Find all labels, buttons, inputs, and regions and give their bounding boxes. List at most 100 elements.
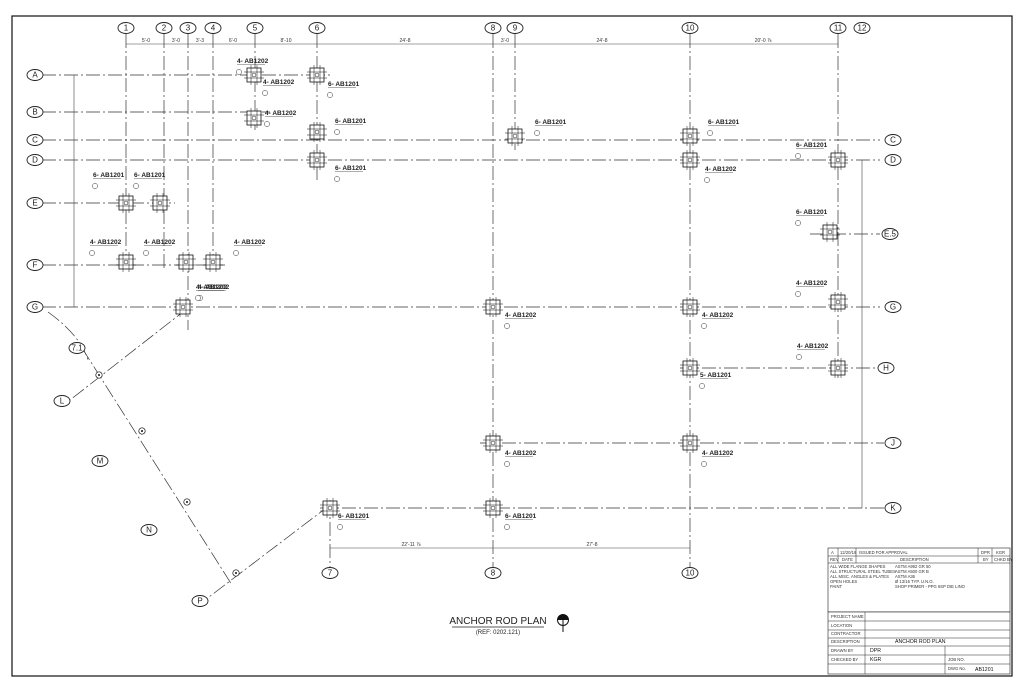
grid-bubble-col-10-label: 10 (686, 24, 695, 33)
anchor-plate-detail (307, 150, 327, 170)
top-dimension-6: 3'-0 (501, 38, 509, 44)
top-dimension-4: 8'-10 (281, 38, 292, 44)
anchor-rod-callout: 4- AB1202 (233, 239, 266, 256)
checked-by-label: CHECKED BY (831, 657, 858, 662)
anchor-rod-callout: 4- AB1202 (143, 239, 176, 256)
anchor-plate-detail (176, 252, 196, 272)
gridline-angled-3 (204, 504, 331, 601)
revision-block: A 12/20/16 ISSUED FOR APPROVAL DPR KGR R… (827, 547, 1013, 613)
anchor-plate-detail (116, 193, 136, 213)
anchor-plate-detail (680, 358, 700, 378)
grid-bubble-row-G: G (26, 301, 44, 313)
top-dimension-7: 24'-8 (597, 38, 608, 44)
project-name-label: PROJECT NAME (831, 614, 864, 619)
anchor-plate-detail (820, 222, 840, 242)
contractor-label: CONTRACTOR (831, 631, 860, 636)
grid-bubble-col-2-label: 2 (162, 24, 167, 33)
anchor-plate-detail (680, 126, 700, 146)
anchor-plate-detail (505, 126, 525, 146)
grid-bubble-col-1: 1 (117, 22, 135, 34)
grid-bubble-col-5: 5 (246, 22, 264, 34)
grid-bubble-radial-N: N (140, 524, 158, 536)
anchor-rod-callout: 4- AB1202 (704, 166, 737, 183)
north-arrow-icon (557, 614, 569, 632)
callout-label: 4- AB1202 (797, 343, 829, 350)
anchor-plate-detail (680, 433, 700, 453)
anchor-plate-detail (244, 65, 264, 85)
anchor-rod-callout: 4- AB1202 (89, 239, 122, 256)
note-label: PAINT (830, 584, 842, 589)
anchor-rod-callout: 4- AB1202 (795, 280, 828, 297)
anchor-rod-callout: 4- AB1202 (796, 343, 829, 360)
callout-label: 6- AB1201 (338, 513, 370, 520)
anchor-rod-callout: 6- AB1201 (327, 81, 360, 98)
callout-label: 6- AB1201 (93, 172, 125, 179)
top-dimension-5: 24'-8 (400, 38, 411, 44)
grid-bubble-col-6-label: 6 (315, 24, 320, 33)
grid-bubble-col-8-label: 8 (491, 24, 496, 33)
anchor-plate-detail (828, 150, 848, 170)
anchor-rod-callout: 5- AB1201 (699, 372, 732, 389)
callout-label: 4- AB1202 (144, 239, 176, 246)
anchor-rod-callout: 4- AB1202 (701, 450, 734, 467)
anchor-plate-detail (483, 498, 503, 518)
anchor-rod-callout: 6- AB1201 (504, 513, 537, 530)
anchor-plate-detail (307, 122, 327, 142)
grid-bubble-row-A-label: A (32, 71, 38, 80)
callout-label: 6- AB1201 (535, 119, 567, 126)
grid-bubble-row-E: E (26, 197, 44, 209)
grid-bubble-row-right-H-label: H (883, 364, 889, 373)
anchor-rod-details (95, 65, 848, 577)
bottom-dimension-0: 22'-11 ⅞ (402, 542, 422, 548)
grid-bubble-row-D-label: D (32, 156, 38, 165)
top-dimension-0: 5'-0 (142, 38, 150, 44)
grid-bubble-row-right-J-label: J (891, 439, 895, 448)
grid-bubble-col-5-label: 5 (253, 24, 258, 33)
anchor-rod-callout: 4- AB1202 (264, 110, 297, 127)
callout-label: 4- AB1202 (505, 312, 537, 319)
dimension-lines (73, 43, 863, 549)
grid-bubble-col-3-label: 3 (186, 24, 191, 33)
gridline-arc (47, 311, 89, 361)
callout-label: 4- AB1202 (505, 450, 537, 457)
grid-bubble-row-right-D: D (884, 154, 902, 166)
callout-label: 4- AB1202 (90, 239, 122, 246)
grid-bubble-row-B-label: B (32, 108, 37, 117)
note-label: OPEN HOLES (830, 579, 857, 584)
location-label: LOCATION (831, 623, 852, 628)
grid-bubble-row-right-H: H (877, 362, 895, 374)
callout-label: 4- AB1202 (705, 166, 737, 173)
rev-drawn: DPR (981, 550, 990, 555)
grid-bubble-col-12: 12 (853, 22, 871, 34)
anchor-point (95, 371, 103, 379)
rev-header-description: DESCRIPTION (900, 557, 929, 562)
anchor-point (183, 498, 191, 506)
grid-bubble-row-C-label: C (32, 136, 38, 145)
grid-bubble-row-right-E.5: E.5 (881, 228, 899, 240)
anchor-point (232, 569, 240, 577)
callout-label: 6- AB1201 (505, 513, 537, 520)
grid-bubble-row-right-G: G (884, 301, 902, 313)
grid-bubble-row-right-E.5-label: E.5 (884, 230, 897, 239)
anchor-rod-callout: 6- AB1201 (334, 165, 367, 182)
rev-header-rev: REV (830, 557, 839, 562)
grid-bubble-radial-M-label: M (97, 457, 104, 466)
grid-bubble-col-12-label: 12 (858, 24, 867, 33)
gridlines (42, 34, 884, 601)
anchor-plate-detail (307, 65, 327, 85)
grid-bubble-row-right-K: K (884, 502, 902, 514)
drawn-by-label: DRAWN BY (831, 648, 854, 653)
callout-label: 4- AB1202 (198, 284, 230, 291)
gridline-angled-1 (69, 307, 189, 401)
grid-bubble-col-8: 8 (484, 22, 502, 34)
checked-by-value: KGR (870, 657, 881, 663)
callout-label: 4- AB1202 (265, 110, 297, 117)
anchor-rod-callout: 4- AB1202 (701, 312, 734, 329)
rev-checked: KGR (996, 550, 1005, 555)
anchor-rod-callout: 4- AB1202 (236, 58, 269, 75)
anchor-rod-callout: 6- AB1201 (334, 118, 367, 135)
callout-label: 5- AB1201 (700, 372, 732, 379)
grid-bubble-col-bottom-10: 10 (681, 567, 699, 579)
